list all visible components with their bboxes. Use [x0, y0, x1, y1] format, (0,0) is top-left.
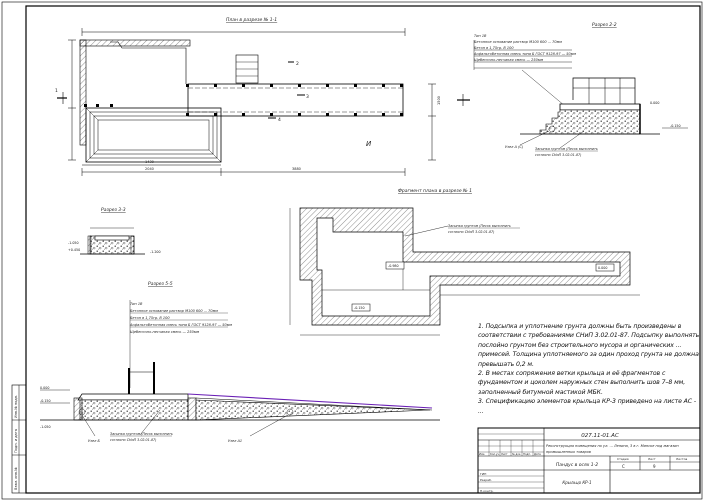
svg-text:4: 4: [278, 117, 281, 123]
tb-drawing-name: Крыльцо КР-1: [562, 480, 591, 485]
level-l5: -1.200: [150, 250, 161, 254]
section-marker-2: 2: [288, 61, 299, 67]
side-stamp-label-1: Инв.№ подл.: [14, 395, 18, 418]
title-block: Изм. Кол.уч. Лист № док. Подп. Дата ГИП …: [477, 427, 701, 494]
section-5-5-title: Разрез 5-5: [148, 281, 173, 287]
plan-dim-c: 2040: [145, 167, 154, 171]
plan-dim-d: 1500: [437, 96, 441, 105]
level-l1: 0.000: [650, 101, 659, 105]
level-l2-bot: -0.150: [40, 399, 51, 403]
level-l1-bot: 0.000: [40, 386, 49, 390]
general-notes: 1. Подсыпка и уплотнение грунта должны б…: [478, 322, 700, 416]
side-stamp: Инв.№ подл. Подп. и дата Взам. инв.№: [11, 384, 27, 494]
section-2-2: Разрез 2-2 Тип 1В Бетонное основание рас…: [473, 22, 688, 157]
tb-col-1: Изм.: [479, 452, 485, 456]
section-5-5: Разрез 5-5 Тип 1В Бетонное основание рас…: [40, 281, 440, 443]
section-2-2-title: Разрез 2-2: [592, 22, 617, 28]
level-l3-bot: -1.050: [40, 425, 51, 429]
plan-dim-b: 1430: [145, 160, 154, 164]
svg-text:3: 3: [306, 94, 309, 100]
detail-a-label: Узел А (С): [505, 145, 524, 149]
tb-subtitle: промышленных товаров: [546, 450, 591, 454]
spec-bot-3: Асфальтобетонная смесь типа Б ГОСТ 9128-…: [129, 323, 232, 327]
ramp-rail-line: [187, 393, 433, 409]
plan-main-title: План в разрезе № 1-1: [226, 17, 277, 23]
plan-dim-a: 3880: [292, 167, 301, 171]
soil-note-a-bot: Засыпка грунтом (Песок выполнить: [110, 432, 173, 436]
soil-note-b-mid: согласно СНиП 3.02.01-87): [448, 230, 494, 234]
tb-stage-label: Стадия: [617, 457, 629, 461]
tb-role-2: Разраб.: [480, 478, 492, 482]
side-stamp-label-3: Взам. инв.№: [14, 467, 18, 490]
section-marker-3: 3: [297, 94, 309, 100]
level-l4: +0.450: [68, 248, 80, 252]
spec-top-4: Щебеночно-песчаная смесь — 250мм: [474, 58, 543, 62]
svg-text:1: 1: [55, 88, 58, 94]
tb-col-6: Дата: [534, 452, 541, 456]
spec-top-3: Асфальтобетонная смесь типа Б ГОСТ 9128-…: [473, 52, 576, 56]
tb-col-5: Подп.: [523, 452, 531, 456]
level-l1-frag: 0.000: [598, 266, 607, 270]
spec-bot-0: Тип 1В: [130, 302, 143, 306]
level-l2: -0.150: [670, 124, 681, 128]
svg-text:2: 2: [296, 61, 299, 67]
tb-role-3: Н.контр.: [480, 489, 493, 493]
tb-sheet-label: Лист: [648, 457, 656, 461]
plan-1-1: План в разрезе № 1-1: [55, 17, 470, 176]
tb-sheets-label: Листов: [676, 457, 687, 461]
section-3-3-title: Разрез 3-3: [101, 207, 126, 213]
tb-col-4: № док.: [512, 453, 521, 456]
spec-bot-2: Бетон в 1,75гр. В 100: [130, 316, 170, 320]
level-l2-frag: -0.150: [354, 306, 365, 310]
spec-top-1: Бетонное основание раствор М100 600 ... …: [474, 40, 562, 44]
tb-role-1: ГИП: [480, 472, 486, 476]
side-stamp-label-2: Подп. и дата: [14, 429, 18, 453]
soil-note-b-bot: согласно СНиП 3.02.01-87): [110, 438, 156, 442]
plan-fragment: Фрагмент плана в разрезе № 1 -0.980 0.00…: [289, 188, 640, 336]
section-marker-4: 4: [268, 117, 281, 123]
detail-b-label: Узел Б: [88, 439, 100, 443]
tb-stage: С: [622, 464, 625, 469]
tb-col-2: Кол.уч.: [490, 452, 500, 456]
soil-note-b-top: согласно СНиП 3.02.01-87): [535, 153, 581, 157]
spec-bot-1: Бетонное основание раствор М100 600 ... …: [130, 309, 218, 313]
tb-sheet-no: 9: [653, 464, 656, 469]
tb-code: 027.11-01.АС: [581, 433, 619, 439]
soil-note-a-top: Засыпка грунтом (Песок выполнить: [535, 147, 598, 151]
sheet-inner-frame: [25, 5, 701, 494]
note-1: 1. Подсыпка и уплотнение грунта должны б…: [478, 323, 700, 368]
axis-label-i: И: [366, 140, 372, 148]
note-3: 3. Спецификацию элементов крыльца КР-3 п…: [478, 398, 697, 415]
soil-note-a-mid: Засыпка грунтом (Песок выполнить: [448, 224, 511, 228]
spec-top-0: Тип 1В: [474, 34, 487, 38]
level-l3: -1.050: [68, 241, 79, 245]
level-l6: -0.980: [388, 264, 399, 268]
section-3-3: Разрез 3-3 -1.050 +0.450 -1.200: [68, 207, 161, 255]
section-marker-1: 1: [55, 88, 67, 104]
tb-col-3: Лист: [501, 452, 508, 456]
detail-c-label: Узел А1: [228, 439, 242, 443]
spec-bot-4: Щебеночно-песчаная смесь — 250мм: [130, 330, 199, 334]
spec-top-2: Бетон в 1,75гр. В 100: [474, 46, 514, 50]
tb-project: Реконструкция помещения по ул. ... Ленин…: [546, 444, 679, 448]
plan-detail-title: Фрагмент плана в разрезе № 1: [398, 188, 472, 194]
tb-sheet-title: Пандус в осях 1-2: [556, 462, 598, 468]
note-2: 2. В местах сопряжения ветки крыльца и е…: [478, 370, 686, 396]
